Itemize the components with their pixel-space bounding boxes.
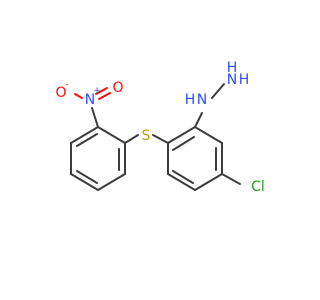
bonds (70, 83, 241, 191)
bond (70, 126, 99, 144)
bond (70, 173, 99, 191)
bond (98, 92, 111, 100)
hydrazine-n1: N (197, 92, 207, 108)
bond (74, 93, 83, 99)
bond (76, 170, 98, 184)
atom-labels: O - N + O S H N N H H Cl (55, 60, 264, 195)
bond (194, 112, 203, 128)
bond (95, 87, 108, 95)
chlorine-atom: Cl (251, 179, 265, 195)
bond (221, 173, 241, 185)
bond (76, 133, 98, 147)
bond (211, 83, 225, 99)
bond (172, 136, 195, 151)
nitro-bonds (74, 87, 111, 100)
nitro-nitrogen: N (85, 92, 95, 108)
bond (97, 173, 126, 191)
bond (172, 170, 194, 184)
bond (91, 107, 99, 128)
bond (167, 126, 196, 144)
nitro-oxygen-left: O (55, 85, 66, 101)
bond (194, 173, 223, 191)
bond (124, 134, 139, 144)
nitro-nitrogen-charge: + (93, 86, 101, 96)
nitro-oxygen-right: O (112, 80, 123, 96)
hydrazine-h3: H (227, 60, 238, 76)
hydrazine-h1: H (185, 92, 196, 108)
hydrazine-h2: H (239, 72, 250, 88)
hydrazine-n2: N (227, 72, 237, 88)
sulfur-atom: S (142, 128, 151, 144)
bond (167, 173, 196, 191)
molecule-diagram: O - N + O S H N N H H Cl (55, 60, 264, 195)
molecule-structure: O - N + O S H N N H H Cl (55, 60, 264, 195)
nitro-oxygen-charge: - (65, 80, 68, 90)
bond (97, 126, 126, 144)
bond (194, 126, 223, 144)
bond (152, 134, 169, 144)
